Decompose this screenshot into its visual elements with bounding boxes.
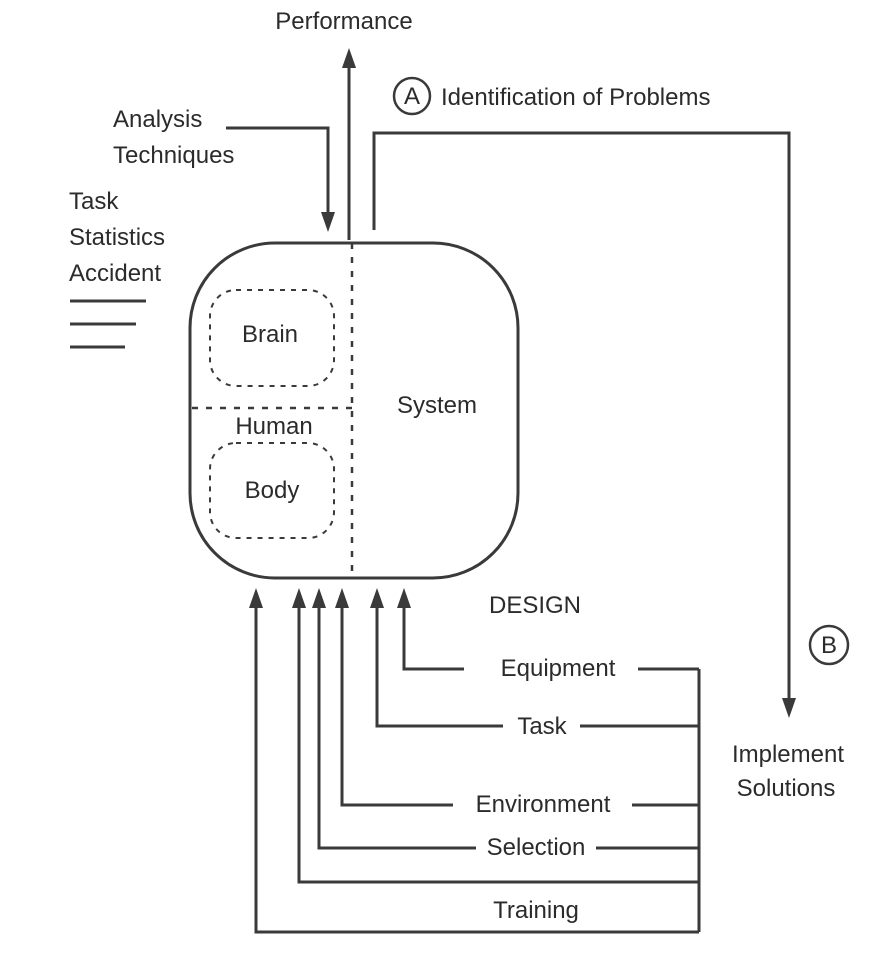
identification-label: Identification of Problems	[441, 84, 710, 111]
training-arrow-line	[254, 608, 699, 934]
training-arrowhead	[249, 588, 263, 608]
human-label: Human	[235, 413, 312, 440]
implement-label-line1: Implement	[732, 741, 844, 768]
performance-arrowhead	[342, 48, 356, 68]
training-label: Training	[493, 897, 579, 924]
analysis-arrow-line	[226, 126, 330, 212]
accident-label: Accident	[69, 260, 161, 287]
identification-loop-line	[372, 131, 791, 698]
task-label: Task	[69, 188, 119, 215]
task-arrowhead	[370, 588, 384, 608]
unlabeled-input-arrowhead	[292, 588, 306, 608]
analysis-arrowhead	[321, 212, 335, 232]
body-label: Body	[245, 477, 300, 504]
selection-label: Selection	[487, 834, 586, 861]
body-box	[209, 442, 335, 539]
selection-arrow-line	[317, 608, 476, 850]
brain-label: Brain	[242, 321, 298, 348]
analysis-label-line2: Techniques	[113, 142, 234, 169]
unlabeled-input-line	[297, 608, 699, 884]
task-design-label: Task	[517, 713, 567, 740]
marker-a-label: A	[404, 83, 420, 110]
environment-arrowhead	[335, 588, 349, 608]
implement-label-line2: Solutions	[737, 775, 836, 802]
main-system-box	[188, 241, 520, 580]
environment-arrow-line	[340, 608, 453, 807]
brain-box	[209, 289, 335, 387]
marker-a-circle	[392, 76, 432, 116]
performance-label: Performance	[275, 8, 412, 35]
environment-label: Environment	[476, 791, 611, 818]
system-label: System	[397, 392, 477, 419]
equipment-arrowhead	[397, 588, 411, 608]
selection-arrowhead	[312, 588, 326, 608]
marker-b-label: B	[821, 632, 837, 659]
equipment-label: Equipment	[501, 655, 616, 682]
statistics-label: Statistics	[69, 224, 165, 251]
identification-arrowhead	[782, 698, 796, 718]
equipment-arrow-line	[402, 608, 464, 671]
analysis-label-line1: Analysis	[113, 106, 202, 133]
marker-b-circle	[808, 624, 850, 666]
task-arrow-line	[375, 608, 503, 728]
design-heading: DESIGN	[489, 592, 581, 619]
